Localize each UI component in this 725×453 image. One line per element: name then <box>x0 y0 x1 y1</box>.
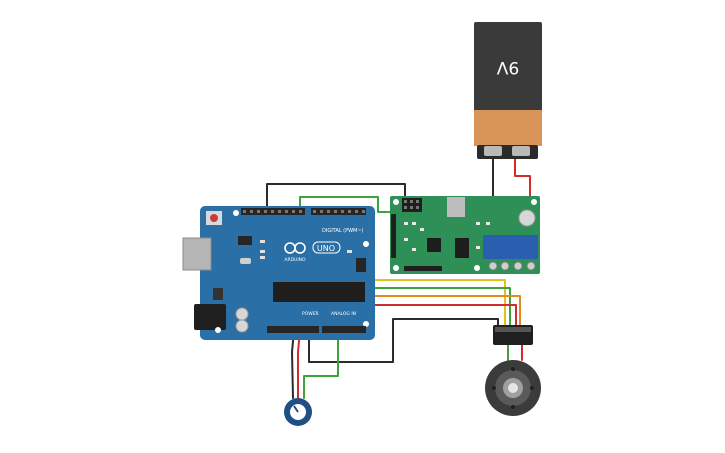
icsp-header <box>238 236 252 245</box>
atmega-chip <box>273 282 365 302</box>
arduino-board <box>200 206 375 340</box>
digital-label: DIGITAL (PWM~) <box>322 228 364 234</box>
driver-capacitor <box>518 209 536 227</box>
digital-header-right <box>311 208 366 215</box>
battery-9v[interactable]: 9V <box>474 22 542 159</box>
wire-black-top[interactable] <box>266 183 406 213</box>
reset-button[interactable] <box>210 214 218 222</box>
wire-green-top[interactable] <box>299 196 393 213</box>
driver-side-header <box>391 214 396 258</box>
status-leds <box>260 240 352 259</box>
power-header <box>267 326 319 333</box>
mounting-hole <box>233 210 239 216</box>
battery-label: 9V <box>496 57 519 77</box>
uno-label: UNO <box>317 244 335 253</box>
wire-black-encoder[interactable] <box>308 318 499 363</box>
wire-pot-red[interactable] <box>297 329 301 399</box>
driver-hole <box>474 265 480 271</box>
capacitor <box>235 319 249 333</box>
driver-hole <box>393 199 399 205</box>
arduino-logo: ARDUINO <box>284 242 306 263</box>
mounting-hole <box>215 327 221 333</box>
power-label: POWER <box>302 311 319 317</box>
wire-pot-green[interactable] <box>303 329 339 399</box>
regulator <box>213 288 223 300</box>
driver-terminal-block <box>483 235 538 259</box>
terminal-screws <box>488 261 536 271</box>
motor-driver-board[interactable] <box>390 196 540 274</box>
battery-terminal-right <box>512 146 530 156</box>
driver-usb <box>447 197 465 217</box>
driver-header-pins <box>404 200 419 209</box>
battery-terminal-left <box>484 146 502 156</box>
crystal <box>240 258 251 264</box>
driver-hole <box>393 265 399 271</box>
pot-pointer <box>293 405 299 413</box>
rotary-encoder[interactable] <box>485 325 541 416</box>
encoder-connector-pins <box>495 327 531 332</box>
mounting-hole <box>363 321 369 327</box>
encoder-shaft-center <box>508 383 518 393</box>
digital-header-pins <box>243 210 365 213</box>
analog-header <box>322 326 366 333</box>
encoder-holes <box>492 367 534 409</box>
usb-port <box>182 237 212 271</box>
uno-badge <box>312 241 341 254</box>
mounting-hole <box>363 241 369 247</box>
driver-smd <box>404 222 490 251</box>
driver-chip <box>427 238 441 252</box>
battery-band <box>474 110 542 146</box>
driver-chip-2 <box>455 238 469 258</box>
icsp2-header <box>356 258 366 272</box>
arduino-logo-text: ARDUINO <box>284 257 306 263</box>
capacitor <box>235 307 249 321</box>
driver-hole <box>531 199 537 205</box>
power-jack <box>194 304 226 330</box>
analog-label: ANALOG IN <box>331 311 356 317</box>
potentiometer[interactable] <box>284 398 312 426</box>
battery-body <box>474 22 542 112</box>
driver-bottom-header <box>404 266 442 271</box>
wire-pot-black[interactable] <box>291 329 295 399</box>
arduino-uno[interactable]: DIGITAL (PWM~) ARDUINO UNO POWER <box>182 206 375 340</box>
